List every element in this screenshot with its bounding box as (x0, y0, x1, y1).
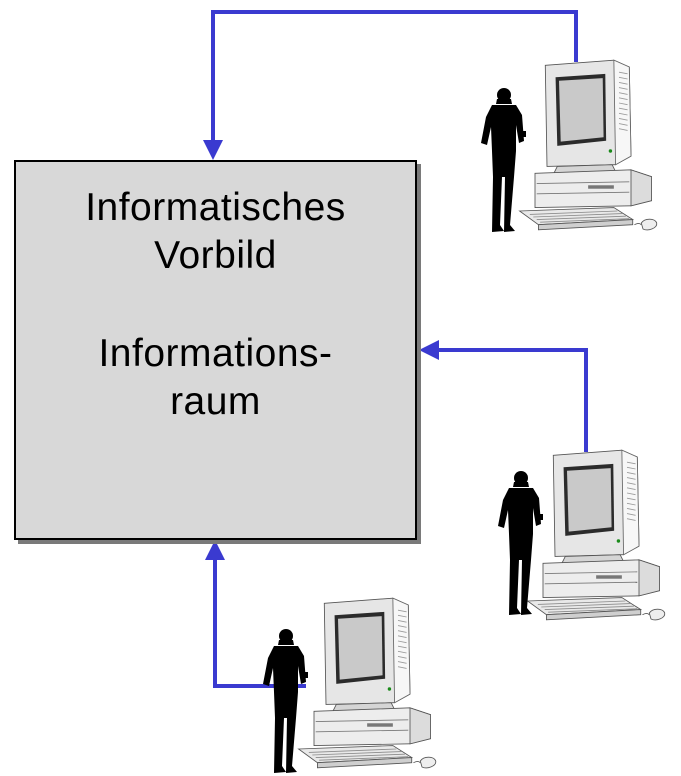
workstation-middle (498, 449, 666, 621)
workstation-top (481, 59, 658, 232)
computer-workstation-icon (298, 597, 437, 769)
workstation-bottom (263, 597, 437, 773)
box-line-3: Informations- (98, 332, 333, 375)
arrowhead-top (203, 140, 223, 160)
arrowhead-middle (419, 340, 439, 360)
computer-workstation-icon (518, 59, 658, 231)
information-space-box: Informatisches Vorbild Informations- rau… (14, 160, 417, 540)
box-line-2: Vorbild (154, 234, 277, 277)
computer-workstation-icon (527, 449, 666, 621)
person-silhouette-icon (498, 471, 543, 615)
person-silhouette-icon (481, 88, 526, 232)
connector-top (211, 10, 578, 148)
connector-middle (430, 348, 588, 452)
arrowhead-bottom (205, 540, 225, 560)
box-line-4: raum (170, 380, 261, 423)
box-line-1: Informatisches (85, 186, 346, 229)
